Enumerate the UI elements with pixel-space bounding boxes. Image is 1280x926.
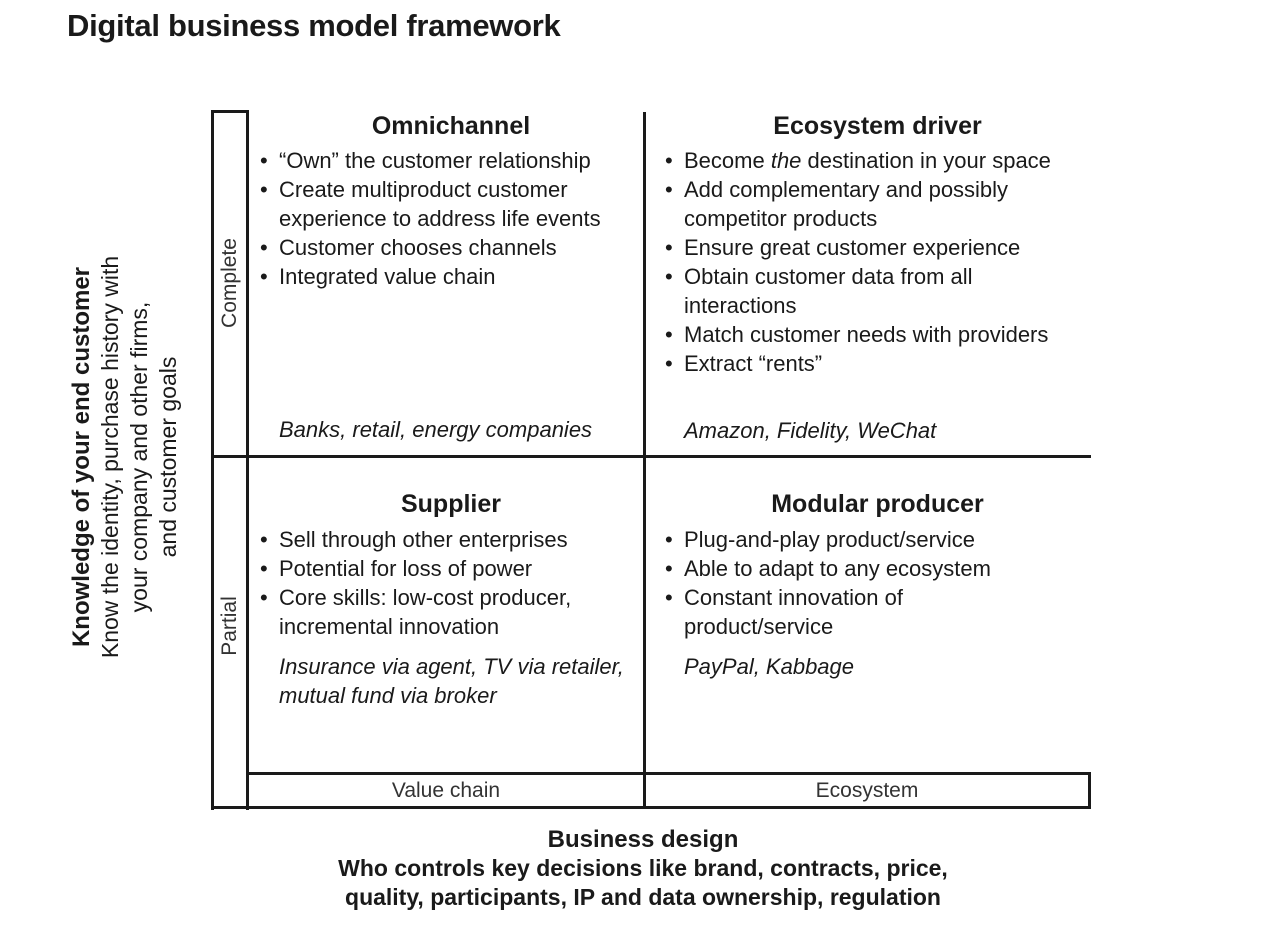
list-item: Potential for loss of power — [260, 554, 642, 583]
x-axis-label: Business design Who controls key decisio… — [240, 825, 1046, 912]
quadrant-title: Omnichannel — [371, 112, 531, 140]
list-item: “Own” the customer relationship — [260, 146, 642, 175]
y-axis-subtitle-1: Know the identity, purchase history with — [97, 255, 123, 659]
diagram-title: Digital business model framework — [67, 8, 561, 43]
frame-top-left-cap — [211, 110, 249, 113]
y-axis-subtitle-2: your company and other firms, — [126, 301, 152, 613]
y-axis-label: Knowledge of your end customer Know the … — [67, 177, 183, 737]
quadrant-ecosystem-driver: Ecosystem driver Become the destination … — [665, 110, 1090, 455]
bullet-list: Sell through other enterprises Potential… — [260, 525, 642, 641]
examples-text: Insurance via agent, TV via retailer, mu… — [279, 654, 624, 708]
list-item: Become the destination in your space — [665, 146, 1090, 175]
row-label-partial: Partial — [218, 596, 241, 656]
list-item: Create multiproduct customer experience … — [260, 175, 642, 233]
examples-text: Amazon, Fidelity, WeChat — [684, 418, 937, 443]
frame-bottom-border — [211, 806, 1091, 809]
quadrant-supplier: Supplier Sell through other enterprises … — [260, 490, 642, 770]
list-item: Obtain customer data from all interactio… — [665, 262, 1090, 320]
bullet-list: Become the destination in your space Add… — [665, 146, 1090, 378]
frame-left-border — [211, 110, 214, 810]
row-divider — [211, 455, 1091, 458]
list-item: Plug-and-play product/service — [665, 525, 1090, 554]
list-item: Integrated value chain — [260, 262, 642, 291]
column-divider — [643, 112, 646, 809]
quadrant-modular-producer: Modular producer Plug-and-play product/s… — [665, 490, 1090, 770]
quadrant-title: Modular producer — [771, 490, 984, 518]
list-item: Constant innovation of product/service — [665, 583, 954, 641]
column-label-value-chain: Value chain — [391, 779, 501, 802]
examples-text: Banks, retail, energy companies — [279, 417, 593, 442]
column-label-top-border — [246, 772, 1091, 775]
quadrant-title: Supplier — [400, 490, 501, 518]
column-label-ecosystem: Ecosystem — [815, 779, 919, 802]
list-item: Extract “rents” — [665, 349, 1090, 378]
list-item: Match customer needs with providers — [665, 320, 1090, 349]
y-axis-subtitle-3: and customer goals — [155, 356, 181, 558]
x-axis-subtitle-2: quality, participants, IP and data owner… — [345, 884, 941, 910]
examples-text: PayPal, Kabbage — [684, 654, 855, 679]
list-item: Ensure great customer experience — [665, 233, 1090, 262]
quadrant-omnichannel: Omnichannel “Own” the customer relations… — [260, 110, 642, 455]
y-axis-title: Knowledge of your end customer — [68, 266, 95, 648]
x-axis-title: Business design — [547, 826, 739, 853]
quadrant-title: Ecosystem driver — [773, 112, 982, 140]
row-label-divider — [246, 110, 249, 810]
x-axis-subtitle-1: Who controls key decisions like brand, c… — [338, 855, 948, 881]
bullet-list: Plug-and-play product/service Able to ad… — [665, 525, 1090, 641]
list-item: Core skills: low-cost producer, incremen… — [260, 583, 642, 641]
frame-right-bottom-border — [1088, 772, 1091, 809]
bullet-list: “Own” the customer relationship Create m… — [260, 146, 642, 291]
list-item: Customer chooses channels — [260, 233, 642, 262]
list-item: Add complementary and possibly competito… — [665, 175, 1090, 233]
list-item: Able to adapt to any ecosystem — [665, 554, 1090, 583]
list-item: Sell through other enterprises — [260, 525, 642, 554]
row-label-complete: Complete — [218, 238, 241, 328]
